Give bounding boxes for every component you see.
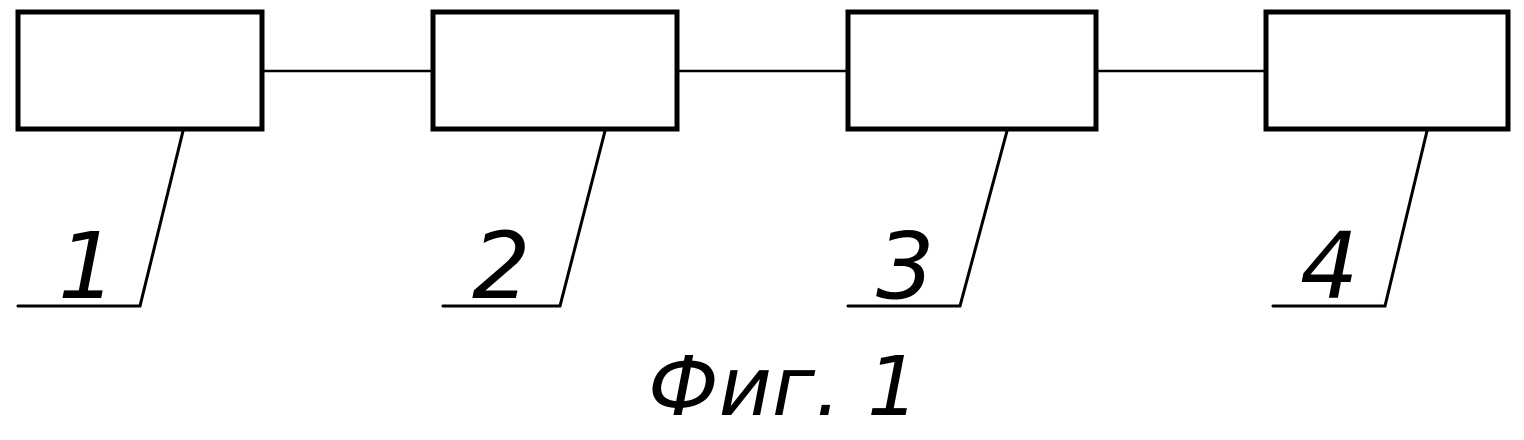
- block-1: [15, 9, 265, 132]
- leader-line-4: [1271, 129, 1429, 308]
- block-label-1: 1: [58, 213, 117, 320]
- block-3: [845, 9, 1099, 132]
- block-label-2: 2: [472, 213, 531, 320]
- leader-line-1: [16, 129, 185, 308]
- block-2: [430, 9, 680, 132]
- block-label-4: 4: [1300, 213, 1359, 320]
- figure-caption: Фиг. 1: [648, 340, 919, 435]
- block-4: [1263, 9, 1511, 132]
- block-label-3: 3: [876, 213, 935, 320]
- leader-line-2: [441, 129, 607, 308]
- leader-line-3: [846, 129, 1009, 308]
